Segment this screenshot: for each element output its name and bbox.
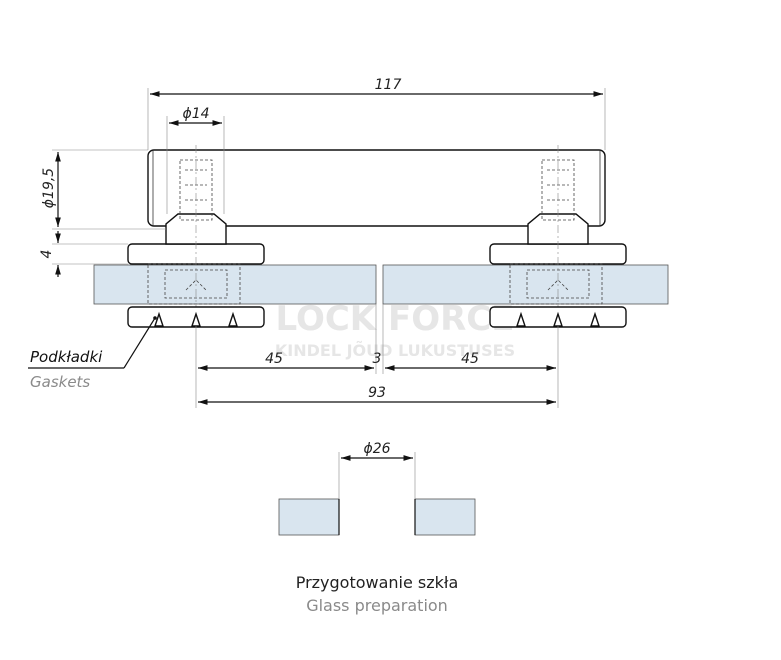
dimension-phi19-5: ϕ19,5 [41, 149, 166, 230]
gasket-label-en: Gaskets [30, 373, 90, 391]
dimension-spacing-row: 45 3 45 [195, 304, 559, 408]
dim-right-spacing: 45 [461, 351, 479, 367]
watermark: LOCK FORCE KINDEL JÕUD LUKUSTUSES [275, 299, 515, 360]
dimension-117: 117 [147, 77, 606, 150]
glass-pane-right [382, 264, 669, 305]
dimension-phi14: ϕ14 [166, 106, 225, 214]
caption: Przygotowanie szkła Glass preparation [296, 573, 459, 615]
mount-right [489, 145, 627, 328]
caption-title-pl: Przygotowanie szkła [296, 573, 459, 592]
glass-pane-left [93, 264, 377, 305]
dimension-4: 4 [39, 231, 128, 277]
dim-base-thickness: 4 [39, 250, 55, 259]
dim-overall-length: 117 [375, 77, 402, 93]
dim-left-spacing: 45 [265, 351, 283, 367]
dim-gap: 3 [373, 351, 382, 367]
gasket-label-pl: Podkładki [30, 348, 103, 366]
watermark-line2: KINDEL JÕUD LUKUSTUSES [275, 341, 515, 360]
handle-bar [147, 149, 606, 227]
dim-handle-diameter: ϕ14 [182, 106, 209, 122]
glass-section-right [414, 498, 476, 536]
glass-section-left [278, 498, 340, 536]
caption-title-en: Glass preparation [306, 596, 448, 615]
dim-hole-diameter: ϕ26 [363, 441, 390, 457]
dimension-93: 93 [198, 385, 556, 405]
dim-hole-spacing: 93 [368, 385, 386, 401]
gasket-leader: Podkładki Gaskets [28, 316, 157, 391]
watermark-line1: LOCK FORCE [276, 299, 515, 339]
glass-preparation-detail: ϕ26 [278, 441, 476, 536]
mount-left [127, 145, 265, 328]
dim-handle-height: ϕ19,5 [41, 168, 57, 209]
